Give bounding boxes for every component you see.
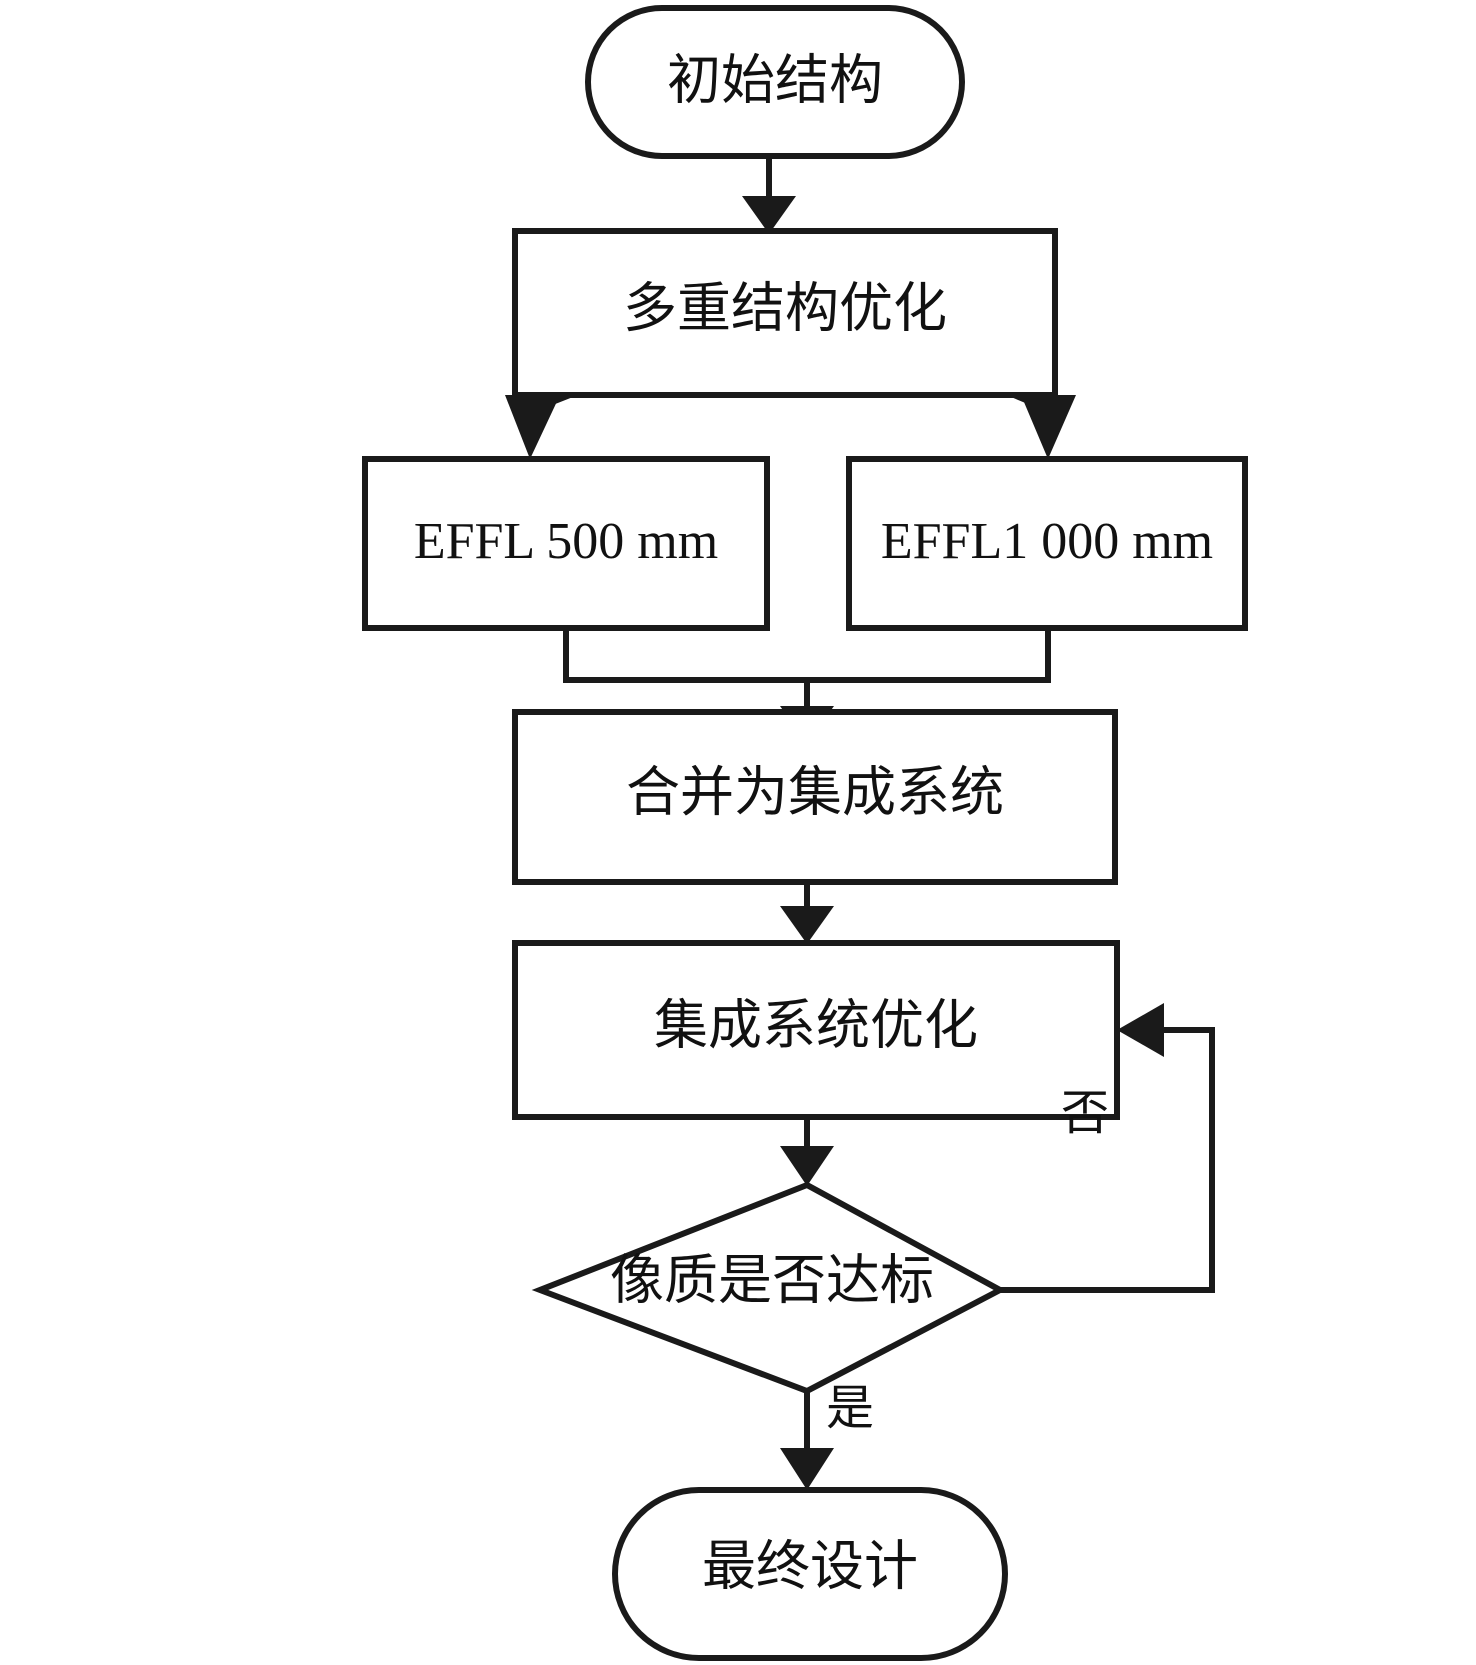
node-start[interactable]: 初始结构 [585,5,965,159]
edge-merge-to-optimize [780,882,834,944]
node-final-design[interactable]: 最终设计 [612,1487,1008,1661]
node-image-quality-decision-label: 像质是否达标 [610,1250,934,1310]
node-integrated-system-optimization-shape [512,940,1120,1120]
edge-multi-to-effl500 [505,392,572,459]
edge-decision-no-to-optimize [1000,1003,1215,1293]
edge-optimize-to-decision [780,1117,834,1186]
edge-start-to-multi [742,152,796,234]
node-integrated-system-optimization[interactable]: 集成系统优化 [512,940,1120,1120]
node-start-shape [585,5,965,159]
node-image-quality-decision-shape [531,1181,1007,1395]
node-integrated-system-optimization-label: 集成系统优化 [654,995,978,1055]
node-effl-1000-label: EFFL1 000 mm [881,513,1213,570]
node-merge-into-integrated-system-label: 合并为集成系统 [626,762,1004,822]
node-multi-config-optimization-label: 多重结构优化 [623,278,947,338]
node-effl-500-shape [362,456,770,631]
node-final-design-shape [612,1487,1008,1661]
node-effl-1000[interactable]: EFFL1 000 mm [846,456,1248,631]
edge-decision-yes-to-final [780,1390,834,1490]
node-effl-500-label: EFFL 500 mm [414,513,718,570]
node-start-label: 初始结构 [667,50,883,110]
edge-label-yes: 是 [826,1382,874,1435]
edge-multi-to-effl1000 [1012,392,1076,459]
edge-label-no: 否 [1061,1087,1109,1140]
node-merge-into-integrated-system-shape [512,709,1118,885]
node-effl-1000-shape [846,456,1248,631]
node-multi-config-optimization[interactable]: 多重结构优化 [512,228,1058,398]
node-effl-500[interactable]: EFFL 500 mm [362,456,770,631]
node-image-quality-decision[interactable]: 像质是否达标 [531,1181,1007,1395]
node-multi-config-optimization-shape [512,228,1058,398]
node-final-design-label: 最终设计 [702,1536,918,1596]
node-merge-into-integrated-system[interactable]: 合并为集成系统 [512,709,1118,885]
